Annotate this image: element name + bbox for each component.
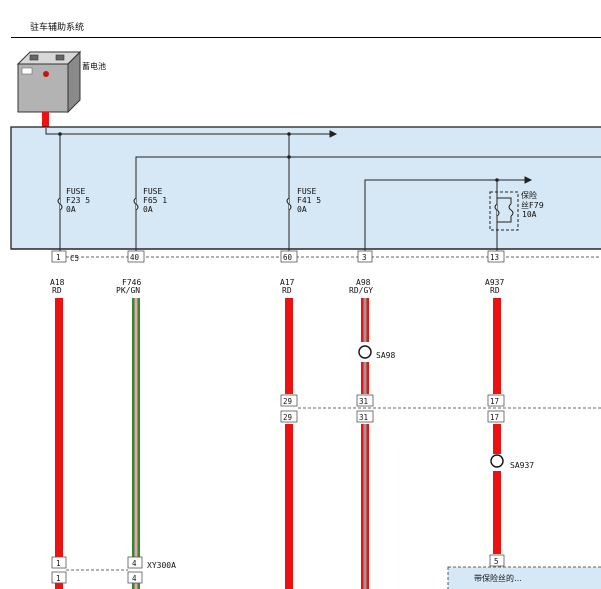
fuse-f65-rating: 0A [143,205,153,214]
title-divider [11,37,601,38]
splice-sa98[interactable] [358,345,372,359]
wire-a937-lower[interactable] [493,471,501,554]
fuse-f79-type: 保险 [521,190,537,200]
fuse-f79-rating: 10A [522,210,537,219]
c5-pin-60: 60 [283,253,293,262]
wire-a18-lower[interactable] [55,582,63,589]
page-title: 驻车辅助系统 [30,23,85,33]
wire-a17-code: A17 [280,278,295,287]
wire-a98[interactable] [361,298,369,589]
fuse-f23-type: FUSE [66,187,85,196]
splice-sa937-label: SA937 [510,461,534,470]
mid-pin-29-bot: 29 [283,413,292,422]
wire-a98-code: A98 [356,278,371,287]
connector-c5-label: C5 [70,254,79,263]
wire-a17-color: RD [282,286,292,295]
bottom-pin-4-top: 4 [132,559,137,568]
bottom-pin-1-bot: 1 [56,574,61,583]
splice-sa98-label: SA98 [376,351,395,360]
wire-a937-code: A937 [485,278,504,287]
mid-pin-31-bot: 31 [359,413,368,422]
connector-c5-pins [51,250,505,263]
bottom-connector-pins [51,556,143,584]
pin-5-label: 5 [494,557,499,566]
mid-pin-17-top: 17 [490,397,499,406]
fuse-f41-rating: 0A [297,205,307,214]
fuse-panel [10,126,601,250]
battery-lead-wire [42,112,49,128]
wire-f746[interactable] [132,298,140,589]
wire-a18-code: A18 [50,278,65,287]
pin-5-box [489,554,505,567]
wire-a937[interactable] [493,298,501,394]
bottom-connector-label: XY300A [147,561,176,570]
mid-pin-31-top: 31 [359,397,368,406]
fuse-f65-type: FUSE [143,187,162,196]
junction-dots [58,132,499,182]
wire-a937-color: RD [490,286,500,295]
bottom-pin-4-bot: 4 [132,574,137,583]
wire-a17[interactable] [285,298,293,394]
fuse-f79-name: 丝F79 [521,200,544,210]
wire-a18-color: RD [52,286,62,295]
fuse-f41-name: F41 5 [297,196,321,205]
fuse-f65-name: F65 1 [143,196,167,205]
bottom-component-label: 带保险丝的… [474,573,522,583]
wire-a17-lower[interactable] [285,424,293,589]
c5-pin-40: 40 [130,253,140,262]
c5-pin-1: 1 [56,253,61,262]
bottom-pin-1-top: 1 [56,559,61,568]
battery-icon[interactable] [16,50,82,114]
bottom-component-box[interactable] [447,566,601,589]
mid-pin-29-top: 29 [283,397,292,406]
wire-f746-color: PK/GN [116,286,140,295]
wire-a937-mid[interactable] [493,424,501,454]
fuse-symbols [57,191,519,231]
fuse-f23-rating: 0A [66,205,76,214]
fuse-f23-name: F23 5 [66,196,90,205]
c5-pin-13: 13 [490,253,499,262]
c5-pin-3: 3 [362,253,367,262]
splice-sa937[interactable] [490,454,504,468]
wire-f746-code: F746 [122,278,141,287]
wire-a98-color: RD/GY [349,286,373,295]
mid-pin-17-bot: 17 [490,413,499,422]
mid-connector-pins [280,394,505,423]
battery-label: 蓄电池 [82,61,106,71]
fuse-f41-type: FUSE [297,187,316,196]
wire-a18[interactable] [55,298,63,558]
